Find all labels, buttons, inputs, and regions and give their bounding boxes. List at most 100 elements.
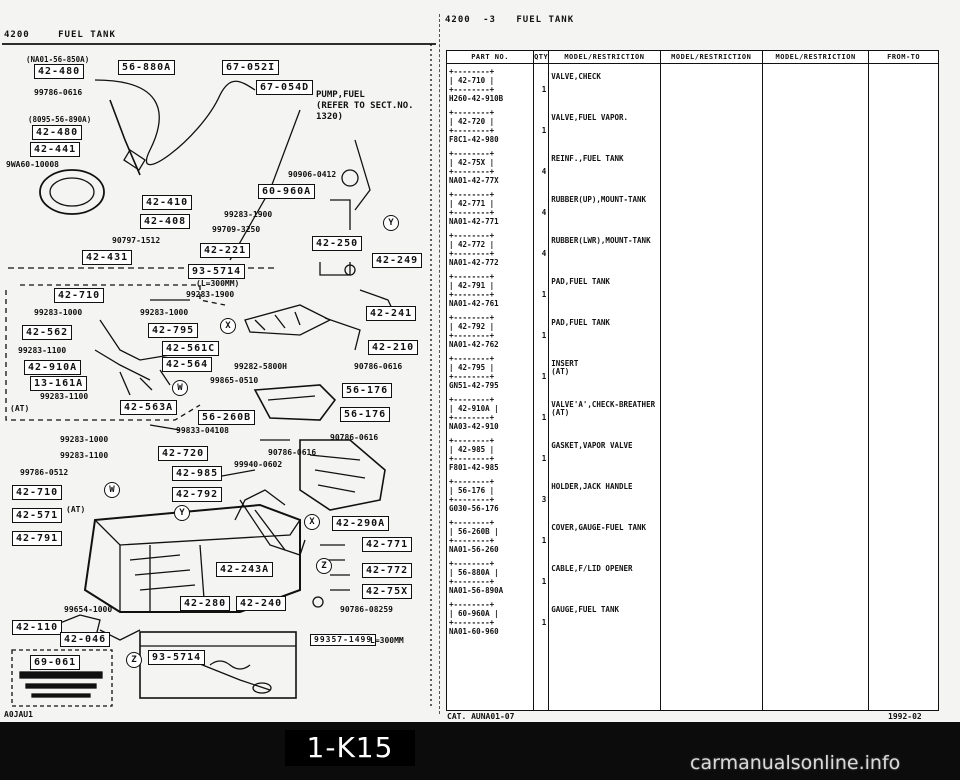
part-label: 99283-1100: [60, 451, 109, 460]
from-to-cell: [868, 515, 939, 556]
from-to-cell: [868, 597, 939, 638]
part-ref-number: +--------+ | 42-910A | +--------+: [449, 395, 499, 422]
parts-table-body: +--------+ | 42-710 | +--------+H260-42-…: [445, 63, 939, 711]
footer-date: 1992-02: [888, 712, 922, 721]
model-restriction-cell: [761, 433, 870, 474]
part-ref-box: 42-772: [362, 563, 413, 578]
part-number: F801-42-985: [449, 463, 499, 472]
part-ref-box: 93-5714: [188, 264, 246, 279]
part-number-cell: +--------+ | 56-176 | +--------+G030-56-…: [445, 474, 535, 515]
description-cell: VALVE,CHECK: [548, 63, 661, 105]
part-number: NA01-42-762: [449, 340, 499, 349]
part-ref-box: 56-260B: [198, 410, 256, 425]
connector-marker: W: [104, 482, 120, 498]
part-ref-box: 42-480: [34, 64, 85, 79]
description-cell: RUBBER(LWR),MOUNT-TANK: [548, 228, 661, 269]
right-header-section: -3: [483, 15, 496, 25]
qty-cell: 1: [533, 310, 550, 351]
qty-value: 4: [541, 167, 547, 176]
part-ref-box: 69-061: [30, 655, 81, 670]
part-description: PAD,FUEL TANK: [551, 277, 610, 286]
parts-table: PART NO. QTY MODEL/RESTRICTION MODEL/RES…: [445, 50, 939, 711]
part-label: 99283-1000: [60, 435, 109, 444]
part-label: 99283-1000: [140, 308, 189, 317]
table-row: +--------+ | 42-75X | +--------+NA01-42-…: [445, 146, 939, 187]
part-number-cell: +--------+ | 42-910A | +--------+NA03-42…: [445, 392, 535, 433]
qty-cell: 1: [533, 556, 550, 597]
part-number-cell: +--------+ | 56-260B | +--------+NA01-56…: [445, 515, 535, 556]
right-header-title: FUEL TANK: [516, 15, 575, 25]
part-ref-box: 42-240: [236, 596, 287, 611]
table-row: +--------+ | 42-772 | +--------+NA01-42-…: [445, 228, 939, 269]
part-ref-box: 42-720: [158, 446, 209, 461]
part-label: 99283-1100: [18, 346, 67, 355]
part-description: GAUGE,FUEL TANK: [551, 605, 619, 614]
part-number-cell: +--------+ | 42-791 | +--------+NA01-42-…: [445, 269, 535, 310]
part-ref-box: 42-561C: [162, 341, 220, 356]
part-description: RUBBER(LWR),MOUNT-TANK: [551, 236, 651, 245]
part-ref-box: 42-985: [172, 466, 223, 481]
part-description: COVER,GAUGE-FUEL TANK: [551, 523, 647, 532]
table-row: +--------+ | 42-910A | +--------+NA03-42…: [445, 392, 939, 433]
right-header-code: 4200: [445, 15, 471, 25]
part-ref-box: 42-243A: [216, 562, 274, 577]
qty-value: 1: [541, 577, 547, 586]
part-label: 99833-04108: [176, 426, 229, 435]
description-cell: INSERT (AT): [548, 351, 661, 392]
left-header-title: FUEL TANK: [58, 30, 116, 40]
part-ref-box: 42-771: [362, 537, 413, 552]
part-number-cell: +--------+ | 42-792 | +--------+NA01-42-…: [445, 310, 535, 351]
model-restriction-cell: [761, 310, 870, 351]
part-description: INSERT (AT): [551, 359, 579, 376]
part-ref-number: +--------+ | 42-772 | +--------+: [449, 231, 495, 258]
from-to-cell: [868, 269, 939, 310]
part-ref-box: 42-910A: [24, 360, 82, 375]
part-number: NA01-56-260: [449, 545, 499, 554]
connector-marker: W: [172, 380, 188, 396]
qty-value: 3: [541, 495, 547, 504]
from-to-cell: [868, 187, 939, 228]
model-restriction-cell: [761, 146, 870, 187]
qty-cell: 1: [533, 392, 550, 433]
model-restriction-cell: [761, 351, 870, 392]
description-cell: GAUGE,FUEL TANK: [548, 597, 661, 638]
model-restriction-cell: [761, 63, 870, 105]
model-restriction-cell: [761, 392, 870, 433]
model-restriction-cell: [761, 269, 870, 310]
part-ref-box: 42-480: [32, 125, 83, 140]
part-ref-number: +--------+ | 42-985 | +--------+: [449, 436, 495, 463]
part-number: NA01-60-960: [449, 627, 499, 636]
part-label: 99709-3250: [212, 225, 261, 234]
qty-value: 4: [541, 208, 547, 217]
part-description: GASKET,VAPOR VALVE: [551, 441, 633, 450]
part-label: 99283-1900: [224, 210, 273, 219]
qty-value: 1: [541, 454, 547, 463]
part-label: 99786-0512: [20, 468, 69, 477]
empty-cell: [659, 638, 763, 711]
qty-value: 4: [541, 249, 547, 258]
from-to-cell: [868, 351, 939, 392]
part-label: 99654-1000: [64, 605, 113, 614]
left-header-code: 4200: [4, 30, 30, 40]
qty-cell: 1: [533, 351, 550, 392]
part-number-cell: +--------+ | 42-985 | +--------+F801-42-…: [445, 433, 535, 474]
table-row: +--------+ | 42-792 | +--------+NA01-42-…: [445, 310, 939, 351]
part-number: NA01-56-890A: [449, 586, 504, 595]
qty-value: 1: [541, 536, 547, 545]
part-ref-box: 42-710: [54, 288, 105, 303]
part-description: VALVE'A',CHECK-BREATHER (AT): [551, 400, 656, 417]
model-restriction-cell: [659, 474, 763, 515]
part-ref-box: 56-176: [342, 383, 393, 398]
part-ref-box: 42-562: [22, 325, 73, 340]
qty-value: 1: [541, 372, 547, 381]
part-ref-box: 42-795: [148, 323, 199, 338]
part-ref-number: +--------+ | 42-791 | +--------+: [449, 272, 495, 299]
part-ref-number: +--------+ | 56-176 | +--------+: [449, 477, 495, 504]
part-ref-box: 42-571: [12, 508, 63, 523]
part-label: (8095-56-890A): [28, 115, 92, 124]
part-label: 90786-0616: [354, 362, 403, 371]
part-ref-box: 13-161A: [30, 376, 88, 391]
model-restriction-cell: [659, 269, 763, 310]
part-label: 90797-1512: [112, 236, 161, 245]
table-row: +--------+ | 42-710 | +--------+H260-42-…: [445, 63, 939, 105]
